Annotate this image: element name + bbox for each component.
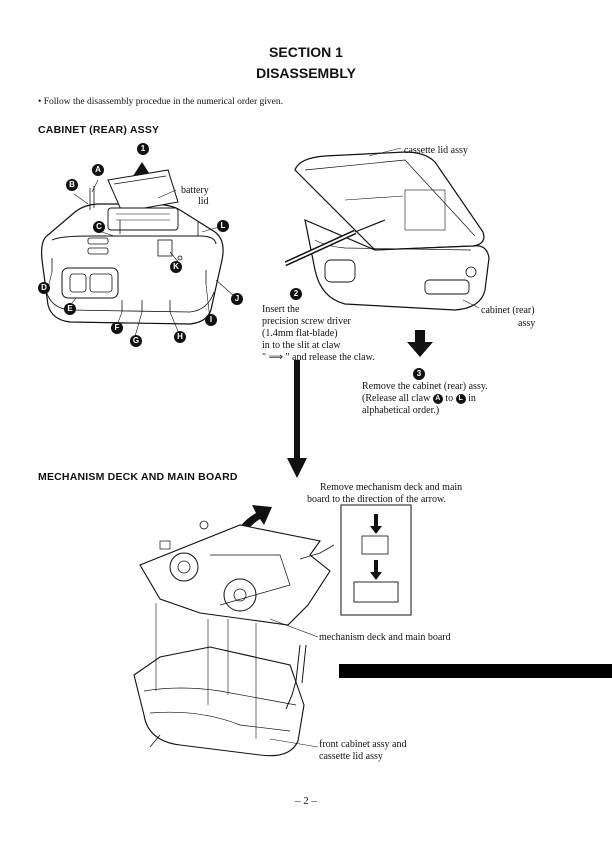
- step-2-text-4: in to the slit at claw: [262, 340, 341, 351]
- section-title: SECTION 1: [269, 44, 343, 60]
- step-2-text-3: (1.4mm flat-blade): [262, 328, 338, 339]
- step-2-text-5: " ⟹ " and release the claw.: [262, 352, 375, 363]
- claw-a-inline-badge: A: [432, 393, 443, 404]
- claw-j-badge: J: [231, 293, 243, 305]
- mechanism-deck-figure: [133, 505, 335, 757]
- cassette-lid-assy-label: cassette lid assy: [404, 145, 468, 156]
- step-2-badge: 2: [290, 288, 302, 300]
- claw-a-badge: A: [92, 164, 104, 176]
- heading-cabinet-rear: CABINET (REAR) ASSY: [38, 124, 160, 136]
- claw-c-badge: C: [93, 221, 105, 233]
- step-3-text-2b: to: [445, 393, 454, 404]
- claw-b-badge: B: [66, 179, 78, 191]
- claw-e-badge: E: [64, 303, 76, 315]
- mechanism-board-label: mechanism deck and main board: [319, 632, 451, 643]
- claw-d-badge: D: [38, 282, 50, 294]
- section-subtitle: DISASSEMBLY: [256, 65, 356, 81]
- step-2-text-1: Insert the: [262, 304, 300, 315]
- mech-instruction-1: Remove mechanism deck and main: [320, 482, 463, 493]
- mech-instruction-2: board to the direction of the arrow.: [307, 494, 447, 505]
- step-3-text-1: Remove the cabinet (rear) assy.: [362, 381, 488, 392]
- claw-h-badge: H: [174, 331, 186, 343]
- cabinet-rear-label-1: cabinet (rear): [481, 305, 535, 316]
- claw-l-badge: L: [217, 220, 229, 232]
- heading-mechanism: MECHANISM DECK AND MAIN BOARD: [38, 471, 238, 483]
- long-down-arrow: [287, 360, 307, 478]
- step-2-text-2: precision screw driver: [262, 316, 351, 327]
- step-3-text-3: alphabetical order.): [362, 405, 440, 416]
- step-3-text-2: (Release all claw A to L in: [362, 393, 476, 406]
- claw-f-badge: F: [111, 322, 123, 334]
- claw-k-badge: K: [170, 261, 182, 273]
- cassette-open-figure: [285, 147, 490, 311]
- step-1-badge: 1: [137, 143, 149, 155]
- front-cabinet-label-1: front cabinet assy and: [319, 739, 407, 750]
- step-3-down-arrow: [407, 330, 433, 357]
- rear-cabinet-figure: [41, 162, 235, 341]
- battery-lid-label-1: battery: [181, 185, 209, 196]
- claw-l-inline-badge: L: [455, 393, 466, 404]
- step-3-badge: 3: [413, 368, 425, 380]
- claw-i-badge: I: [205, 314, 217, 326]
- battery-lid-label-2: lid: [198, 196, 209, 207]
- connector-inset: [340, 504, 412, 616]
- cabinet-rear-label-2: assy: [518, 318, 536, 329]
- black-bar: [339, 664, 612, 678]
- step-3-text-2a: (Release all claw: [362, 393, 431, 404]
- front-cabinet-label-2: cassette lid assy: [319, 751, 383, 762]
- page-number: – 2 –: [295, 795, 317, 807]
- claw-g-badge: G: [130, 335, 142, 347]
- intro-text: • Follow the disassembly procedue in the…: [38, 97, 283, 107]
- step-3-text-2c: in: [468, 393, 476, 404]
